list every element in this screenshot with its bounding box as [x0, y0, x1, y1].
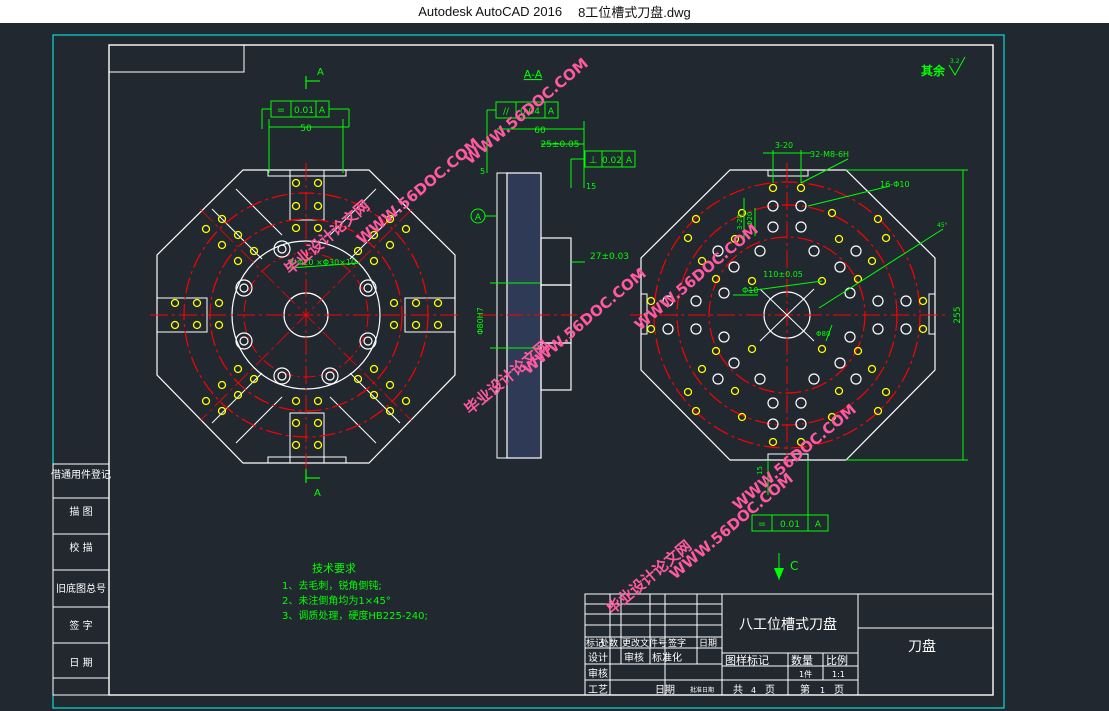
drawing-name: 八工位槽式刀盘 — [739, 616, 837, 633]
page-no: 1 — [820, 686, 825, 695]
rear-angle-note: 45° — [937, 222, 948, 229]
date-label: 日期 — [655, 684, 675, 696]
review-label-inline: 审核 — [624, 651, 644, 664]
code-box — [109, 45, 245, 73]
page-unit2: 页 — [834, 684, 844, 696]
strip-row-4: 旧底图总号 — [56, 582, 106, 595]
tech-requirements: 技术要求 1、去毛刺，锐角倒钝; 2、未注倒角均为1×45° 3、调质处理，硬度… — [282, 562, 428, 622]
scale-value: 1:1 — [832, 670, 845, 679]
rear-tol-datum: A — [815, 520, 822, 530]
section-title: A-A — [524, 68, 543, 81]
rear-hole-dim: Φ10 — [742, 286, 758, 295]
front-tol-value: 0.01 — [294, 106, 314, 116]
quantity-value: 1件 — [799, 669, 812, 679]
left-strip — [52, 463, 110, 696]
rev-header-4: 签字 — [668, 637, 686, 649]
section-offset-dim: 27±0.03 — [590, 252, 629, 262]
rear-hole-note: 16-Φ10 — [880, 180, 910, 189]
rear-overall-dim: 255 — [953, 306, 963, 323]
parallel-value: 0.04 — [520, 107, 540, 117]
total-pages: 4 — [751, 686, 756, 695]
tech-item-1: 1、去毛刺，锐角倒钝; — [282, 579, 382, 592]
page-unit: 页 — [765, 684, 775, 696]
front-width-dim: 50 — [300, 124, 312, 134]
total-label: 共 — [733, 684, 743, 696]
file-name: 8工位槽式刀盘.dwg — [578, 5, 691, 20]
rear-thread-note: 32-M8-6H — [810, 150, 849, 159]
front-view[interactable]: A A = 0.01 A 50 8-Φ20 ×Φ30×10 — [150, 67, 462, 499]
watermarks: 毕业设计论文网 WWW.56DOC.COM 毕业设计论文网 WWW.56DOC.… — [281, 54, 860, 618]
perp-datum: A — [626, 156, 633, 166]
std-label: 标准化 — [652, 651, 682, 664]
rev-header-2: 处数 — [600, 637, 618, 649]
info-header-1: 图样标记 — [725, 653, 769, 667]
section-datum-letter: A — [475, 213, 482, 223]
rear-dim-vert-b: Φ20 — [746, 212, 754, 226]
tech-item-2: 2、未注倒角均为1×45° — [282, 594, 391, 607]
tech-item-3: 3、调质处理，硬度HB225-240; — [282, 609, 428, 622]
strip-row-5: 签 字 — [69, 619, 92, 632]
strip-row-2: 描 图 — [69, 505, 92, 518]
surface-finish-value: 3.2 — [950, 58, 960, 65]
section-hub-dim: 25±0.05 — [540, 140, 579, 150]
page-label: 第 — [800, 683, 810, 696]
parallel-symbol: // — [503, 107, 510, 117]
approve-date-label: 批准日期 — [690, 686, 714, 694]
perp-symbol: ⊥ — [589, 155, 598, 166]
review-label: 审核 — [588, 667, 608, 680]
title-block[interactable] — [584, 593, 994, 696]
inner-frame — [108, 44, 994, 696]
tech-title: 技术要求 — [312, 562, 356, 575]
strip-row-3: 校 描 — [69, 541, 92, 554]
rear-slot-dim: 15 — [756, 466, 764, 475]
rev-header-3: 更改文件号 — [622, 637, 667, 649]
section-mark-bottom: A — [314, 488, 321, 499]
rev-header-1: 标记 — [586, 637, 604, 649]
surface-finish: 其余 3.2 — [921, 56, 966, 78]
design-label: 设计 — [588, 651, 608, 664]
drawing-canvas[interactable]: 借通用件登记 描 图 校 描 旧底图总号 签 字 日 期 — [0, 23, 1109, 711]
watermark-en-6: WWW.56DOC.COM — [729, 400, 860, 514]
strip-row-1: 借通用件登记 — [51, 468, 111, 481]
info-header-3: 比例 — [826, 653, 848, 667]
rear-dim-vert-a: 3-20 — [736, 214, 744, 230]
process-label: 工艺 — [588, 684, 608, 696]
rear-tol-symbol: = — [758, 519, 766, 530]
strip-row-6: 日 期 — [69, 657, 92, 669]
rear-tol-value: 0.01 — [780, 520, 800, 530]
rear-diag-dim: Φ80 — [816, 330, 830, 338]
front-tol-datum: A — [319, 106, 326, 116]
front-tol-symbol: = — [277, 105, 285, 116]
section-dim-15: 15 — [586, 182, 596, 191]
perp-value: 0.02 — [602, 156, 622, 166]
part-name: 刀盘 — [908, 638, 936, 655]
section-view[interactable]: A-A A // 0.04 A — [470, 68, 636, 459]
rev-header-5: 日期 — [699, 638, 717, 649]
section-bore-dim: Φ80H7 — [476, 307, 485, 335]
rear-dim-top: 3-20 — [775, 141, 793, 150]
front-octagon — [156, 169, 456, 464]
watermark-en-5: WWW.56DOC.COM — [631, 220, 762, 334]
section-dim-5: 5 — [480, 167, 485, 176]
rear-center-dim: 110±0.05 — [763, 270, 803, 279]
app-title: Autodesk AutoCAD 2016 — [418, 4, 563, 19]
surface-finish-label: 其余 — [921, 63, 946, 78]
rear-view[interactable]: 3-20 32-M8-6H 16-Φ10 3-20 Φ20 110±0.05 Φ… — [630, 141, 968, 580]
section-mark-top: A — [317, 67, 324, 78]
rear-view-label: C — [790, 559, 798, 573]
outer-frame — [52, 34, 1005, 709]
window-title-bar: Autodesk AutoCAD 2016 8工位槽式刀盘.dwg — [0, 0, 1109, 23]
info-header-2: 数量 — [791, 654, 813, 667]
front-bolt-note: 8-Φ20 ×Φ30×10 — [289, 258, 356, 267]
watermark-en-4: WWW.56DOC.COM — [666, 469, 797, 583]
parallel-datum: A — [548, 107, 555, 117]
section-width-dim: 60 — [534, 126, 546, 136]
